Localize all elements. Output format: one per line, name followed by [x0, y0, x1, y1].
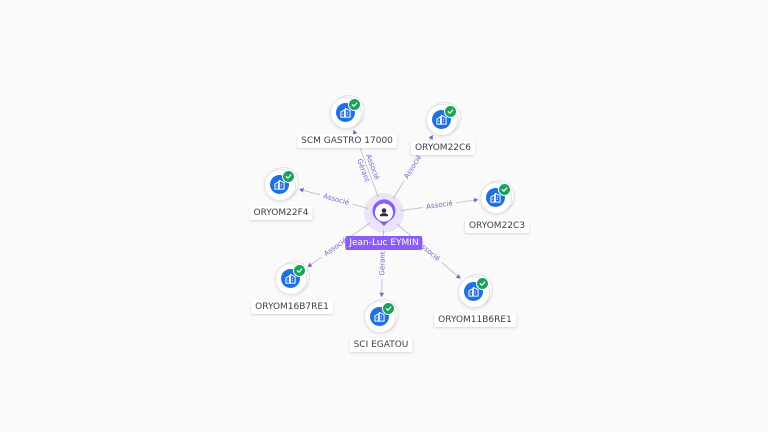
- edge-label-background: [353, 154, 373, 187]
- verified-check-icon: [348, 98, 361, 111]
- edge-label-background: [377, 248, 388, 279]
- verified-check-icon: [476, 277, 489, 290]
- verified-check-icon: [444, 105, 457, 118]
- edge-label: Associé: [421, 198, 458, 212]
- edge-label-background: [400, 150, 426, 184]
- edge-label-background: [319, 233, 353, 261]
- company-name-label: SCI EGATOU: [349, 338, 413, 352]
- company-name-label: ORYOM22F4: [249, 206, 313, 220]
- edge-label-text: Associé: [426, 199, 453, 211]
- company-name-label: ORYOM22C6: [410, 141, 476, 155]
- edge-label-text: Gérant: [378, 251, 387, 276]
- verified-check-icon: [282, 170, 295, 183]
- person-name-label: Jean-Luc EYMIN: [345, 236, 423, 250]
- person-icon: [372, 199, 396, 226]
- edge-label-background: [421, 198, 458, 212]
- edge-label-background: [318, 190, 354, 209]
- company-name-label: ORYOM22C3: [464, 219, 530, 233]
- edge-label-text: Associé: [322, 192, 350, 207]
- edge-arrow: [307, 262, 313, 268]
- edge-label: Gérant: [377, 248, 388, 279]
- edge-arrow: [299, 187, 304, 193]
- company-name-label: ORYOM16B7RE1: [251, 300, 333, 314]
- edge-arrow: [379, 292, 385, 298]
- edge-label-background: [362, 149, 383, 185]
- company-name-label: SCM GASTRO 17000: [297, 134, 397, 148]
- edge-arrow: [428, 135, 433, 140]
- verified-check-icon: [293, 264, 306, 277]
- edge-arrow: [473, 197, 479, 203]
- company-name-label: ORYOM11B6RE1: [434, 313, 516, 327]
- edge-arrow: [352, 129, 358, 135]
- verified-check-icon: [498, 183, 511, 196]
- verified-check-icon: [382, 302, 395, 315]
- edge-label: Associé: [318, 190, 354, 209]
- edge-arrow: [455, 274, 461, 279]
- edge-label-text: Associé: [403, 154, 424, 181]
- edge-label: Associé: [400, 150, 426, 184]
